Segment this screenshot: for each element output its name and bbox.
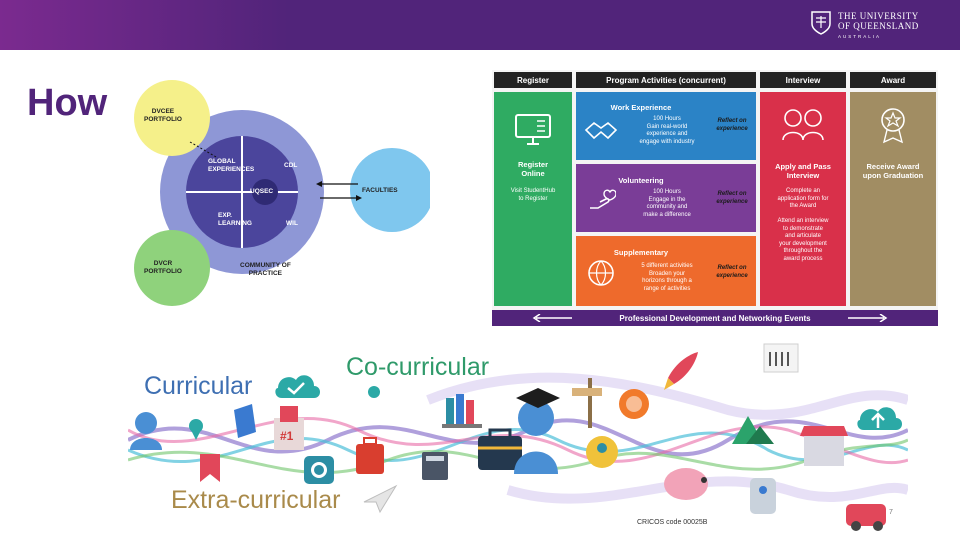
program-infographic: Register Program Activities (concurrent)…	[492, 70, 938, 326]
supplementary-panel: Supplementary 5 different activities Bro…	[576, 236, 756, 306]
rocket-icon	[664, 352, 698, 390]
crest-icon	[811, 11, 831, 35]
logo-line2: OF QUEENSLAND	[838, 21, 919, 31]
uqsec-diagram: DVCEE PORTFOLIO DVCR PORTFOLIO FACULTIES…	[130, 72, 434, 322]
dvcee-circle	[134, 80, 210, 156]
pd-bar-label: Professional Development and Networking …	[619, 313, 811, 323]
luggage-icon	[356, 437, 384, 474]
logo-text: THE UNIVERSITY OF QUEENSLAND	[838, 11, 919, 31]
location-hand-icon	[586, 436, 618, 468]
community-label: COMMUNITY OF PRACTICE	[240, 262, 291, 277]
header-award: Award	[850, 72, 936, 88]
cloud-check-icon	[275, 375, 320, 398]
work-body: 100 Hours Gain real-world experience and…	[639, 116, 695, 145]
bookmark-icon	[200, 454, 220, 482]
vol-body: 100 Hours Engage in the community and ma…	[643, 189, 691, 218]
arrow-right-icon	[848, 314, 888, 322]
cricos-code: CRICOS code 00025B	[637, 519, 708, 526]
header-activities: Program Activities (concurrent)	[576, 72, 756, 88]
interview-panel: Apply and Pass Interview Complete an app…	[760, 92, 846, 306]
global-label: GLOBAL EXPERIENCES	[208, 158, 255, 173]
car-icon	[846, 504, 886, 531]
register-body: Visit StudentHub to Register	[510, 188, 556, 202]
dvcr-label: DVCR PORTFOLIO	[144, 260, 182, 275]
map-pin-icon	[189, 419, 203, 440]
sup-reflect: Reflect on experience	[716, 265, 748, 279]
dvcr-circle	[134, 230, 210, 306]
ranking-badge-icon	[274, 406, 304, 450]
curricular-illustration: #1	[128, 340, 908, 540]
vol-reflect: Reflect on experience	[716, 191, 748, 205]
sup-body: 5 different activities Broaden your hori…	[641, 263, 693, 292]
header-bar: THE UNIVERSITY OF QUEENSLAND AUSTRALIA	[0, 0, 960, 50]
handshake-icon	[584, 121, 618, 140]
graduate-student-icon	[514, 388, 560, 474]
volunteering-panel: Volunteering 100 Hours Engage in the com…	[576, 164, 756, 232]
shop-icon	[800, 426, 848, 466]
paper-plane-icon	[363, 484, 398, 514]
arrow-left-icon	[532, 314, 572, 322]
award-medal-icon	[881, 108, 905, 144]
extracurricular-word: Extra-curricular	[171, 486, 341, 514]
hand-heart-icon	[590, 189, 616, 209]
interview-icon	[782, 109, 824, 141]
award-title: Receive Award upon Graduation	[862, 162, 924, 180]
wil-label: WIL	[286, 220, 298, 227]
logo-line1: THE UNIVERSITY	[838, 11, 919, 21]
cloud-upload-icon	[857, 407, 902, 430]
exp-label: EXP. LEARNING	[218, 212, 252, 227]
curricular-word: Curricular	[144, 372, 253, 400]
signpost-icon	[572, 378, 602, 428]
cdl-label: CDL	[284, 162, 298, 169]
uq-logo[interactable]: THE UNIVERSITY OF QUEENSLAND AUSTRALIA	[810, 10, 930, 42]
page-number: 7	[889, 509, 893, 516]
work-title: Work Experience	[610, 103, 672, 112]
award-panel: Receive Award upon Graduation	[850, 92, 936, 306]
register-title: Register Online	[517, 160, 548, 178]
diagram-shapes	[134, 80, 434, 306]
sup-title: Supplementary	[613, 248, 669, 257]
interview-body: Complete an application form for the Awa…	[777, 188, 829, 262]
robot-icon	[750, 478, 776, 514]
ranking-badge-label: #1	[280, 429, 294, 443]
camera-icon	[304, 456, 334, 484]
books-stack-icon	[442, 394, 482, 428]
register-panel: Register Online Visit StudentHub to Regi…	[494, 92, 572, 306]
header-interview: Interview	[760, 72, 846, 88]
header-register: Register	[494, 72, 572, 88]
page-title: How	[27, 82, 108, 124]
pd-bar: Professional Development and Networking …	[492, 310, 938, 326]
lollipop-icon	[619, 389, 649, 419]
book-icon	[234, 404, 256, 438]
cocurricular-word: Co-curricular	[346, 353, 490, 381]
receipt-icon	[763, 343, 799, 373]
person-icon	[130, 412, 162, 450]
piggy-bank-icon	[664, 468, 708, 500]
faculties-circle	[350, 148, 434, 232]
vol-title: Volunteering	[618, 176, 664, 185]
logo-line3: AUSTRALIA	[838, 34, 882, 39]
briefcase-icon	[478, 428, 522, 470]
calculator-icon	[422, 452, 448, 480]
work-reflect: Reflect on experience	[716, 118, 748, 132]
mountain-icon	[732, 416, 774, 444]
target-pin-icon	[368, 386, 380, 398]
work-panel: Work Experience 100 Hours Gain real-worl…	[576, 92, 756, 160]
globe-icon	[588, 260, 614, 286]
computer-icon	[515, 114, 551, 145]
illustration-graphics: #1	[128, 343, 908, 531]
uqsec-label: UQSEC	[250, 188, 274, 195]
dvcee-label: DVCEE PORTFOLIO	[144, 108, 182, 123]
faculties-label: FACULTIES	[362, 187, 398, 194]
interview-title: Apply and Pass Interview	[775, 162, 831, 180]
